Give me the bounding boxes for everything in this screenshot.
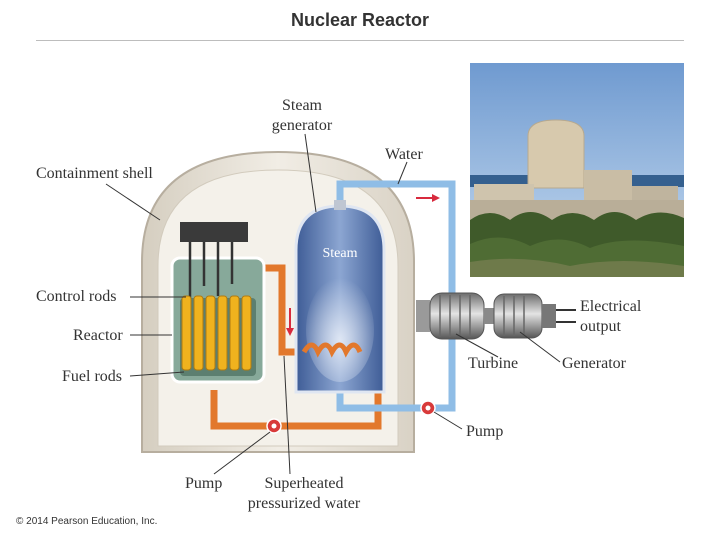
label-fuel-rods: Fuel rods bbox=[62, 368, 122, 385]
label-superheated-2: pressurized water bbox=[248, 495, 361, 512]
label-electrical-output-1: Electrical bbox=[580, 298, 642, 315]
pump-bottom-icon bbox=[266, 418, 282, 434]
heat-exchanger-coil bbox=[301, 342, 363, 358]
label-electrical-output-2: output bbox=[580, 318, 621, 335]
hot-leg-arrow-head-icon bbox=[286, 328, 294, 336]
label-turbine: Turbine bbox=[468, 355, 518, 372]
pump-right-icon bbox=[420, 400, 436, 416]
turbine bbox=[416, 292, 485, 340]
fuel-rods bbox=[181, 295, 252, 371]
label-steam-generator-1: Steam bbox=[282, 97, 323, 114]
generator bbox=[484, 293, 576, 339]
label-superheated-1: Superheated bbox=[264, 475, 343, 492]
flow-arrow-head-icon bbox=[432, 194, 440, 202]
control-rod-assembly bbox=[180, 222, 248, 300]
slide-title: Nuclear Reactor bbox=[290, 10, 430, 30]
leader-lines bbox=[105, 133, 561, 475]
copyright-notice: © 2014 Pearson Education, Inc. bbox=[16, 516, 158, 527]
label-water: Water bbox=[385, 146, 423, 163]
label-reactor: Reactor bbox=[73, 327, 123, 344]
title-divider bbox=[36, 40, 684, 41]
label-containment-shell: Containment shell bbox=[36, 165, 153, 182]
label-pump-bottom: Pump bbox=[185, 475, 222, 492]
label-generator: Generator bbox=[562, 355, 627, 372]
label-control-rods: Control rods bbox=[36, 288, 116, 305]
label-pump-right: Pump bbox=[466, 423, 503, 440]
steam-generator bbox=[294, 200, 386, 394]
label-steam-generator-2: generator bbox=[272, 117, 333, 134]
power-plant-photo bbox=[470, 63, 684, 277]
label-steam: Steam bbox=[323, 246, 358, 261]
